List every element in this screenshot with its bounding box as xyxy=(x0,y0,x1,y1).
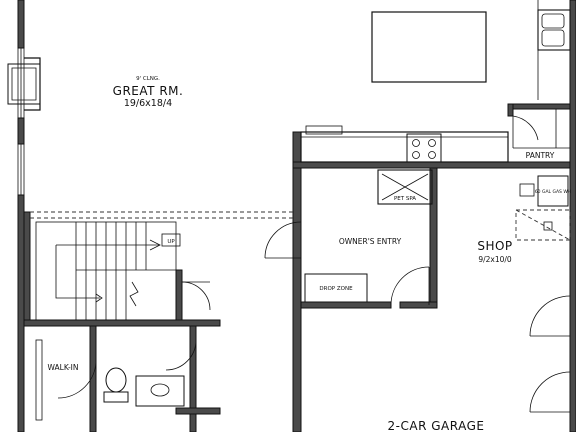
stairs xyxy=(35,221,181,321)
drop-zone-label: DROP ZONE xyxy=(319,286,353,292)
garage-door-swing xyxy=(390,266,430,306)
bath-right-wall xyxy=(189,325,197,432)
stair-right-wall xyxy=(175,269,183,327)
walkin-door-swing xyxy=(57,359,97,399)
left-exterior-wall-upper xyxy=(17,0,25,49)
up-label-box xyxy=(161,233,181,247)
microwave xyxy=(305,125,343,135)
entry-shop-divider-wall xyxy=(429,167,438,304)
shop-dims: 9/2x10/0 xyxy=(478,255,512,264)
left-exterior-wall-lower xyxy=(17,194,25,432)
entry-door-swing xyxy=(264,221,302,259)
water-heater xyxy=(519,175,569,207)
drop-zone-bench xyxy=(304,273,368,303)
vanity xyxy=(135,375,185,407)
toilet-bowl xyxy=(105,367,127,393)
walls xyxy=(17,0,576,432)
great-room-name: GREAT RM. xyxy=(113,84,184,98)
pet-spa-label: PET SPA xyxy=(394,196,416,202)
stair-bottom-wall xyxy=(23,319,221,327)
closet-door-swing xyxy=(181,281,211,311)
kitchen-counter xyxy=(300,125,509,163)
water-heater-label: 60 GAL GAS WH xyxy=(535,189,571,195)
right-exterior-wall xyxy=(569,0,576,432)
stairs-up-label: UP xyxy=(167,239,175,245)
sink-bowl-1 xyxy=(541,13,565,29)
garage-side-door-swing xyxy=(529,371,571,413)
kitchen-island xyxy=(371,11,487,83)
shop-door-swing xyxy=(529,295,571,337)
owners-entry-bottom-wall-left xyxy=(300,301,392,309)
walkin-bath-wall xyxy=(89,325,97,432)
pet-spa xyxy=(377,169,433,205)
bath-door-swing xyxy=(165,339,197,371)
shop-dashed-box xyxy=(515,209,571,241)
left-exterior-wall-mid xyxy=(17,117,25,145)
toilet-tank xyxy=(103,391,129,403)
pantry-label: PANTRY xyxy=(526,151,555,160)
room-labels: 9' CLNG. GREAT RM. 19/6x18/4 PANTRY PET … xyxy=(48,76,572,432)
counter-top xyxy=(300,131,509,163)
owners-entry-bottom-wall-right xyxy=(399,301,438,309)
fireplace xyxy=(7,57,41,111)
bath-bottom-wall xyxy=(175,407,221,415)
kitchen-sink xyxy=(537,0,571,100)
walkin-shelf xyxy=(35,339,43,421)
dashed-beam-lines xyxy=(30,211,293,219)
stair-treads xyxy=(85,222,147,320)
wh-aux-box xyxy=(519,183,535,197)
powder-bath xyxy=(103,367,185,407)
pantry-left-wall-stub xyxy=(507,103,514,117)
great-room-ceiling: 9' CLNG. xyxy=(136,76,160,82)
range xyxy=(406,133,442,163)
walk-in-label: WALK-IN xyxy=(48,363,79,372)
pantry xyxy=(512,109,570,149)
vanity-sink xyxy=(150,383,170,397)
sink-bowl-2 xyxy=(541,29,565,47)
entry-shop-top-wall xyxy=(292,161,571,169)
garage-label: 2-CAR GARAGE xyxy=(388,419,485,432)
great-room-dims: 19/6x18/4 xyxy=(124,98,172,109)
stair-left-wall xyxy=(23,211,31,321)
pantry-top-wall xyxy=(507,103,571,110)
owners-entry-left-wall xyxy=(292,131,302,432)
shop-label: SHOP xyxy=(477,239,512,253)
left-windows xyxy=(17,47,25,196)
owners-entry-label: OWNER'S ENTRY xyxy=(339,237,402,246)
